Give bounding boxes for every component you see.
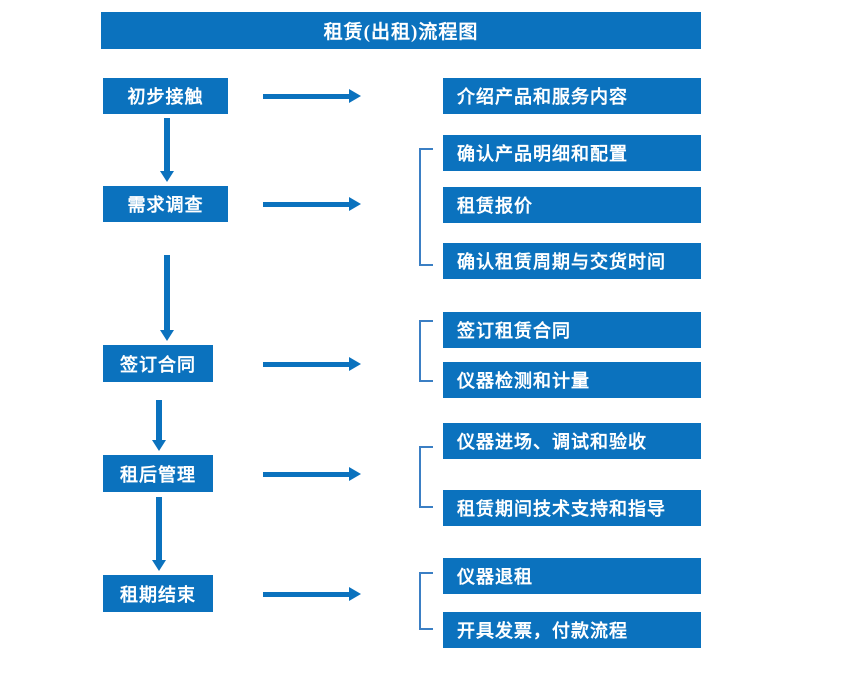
horizontal-arrow-2: [263, 197, 361, 211]
group-bracket-4: [419, 446, 433, 508]
detail-box-2-3[interactable]: 确认租赁周期与交货时间: [443, 243, 701, 279]
detail-box-3-1[interactable]: 签订租赁合同: [443, 312, 701, 348]
stage-box-5[interactable]: 租期结束: [103, 575, 213, 612]
detail-box-1-1[interactable]: 介绍产品和服务内容: [443, 78, 701, 114]
vertical-arrow-1: [160, 118, 174, 182]
detail-box-4-1[interactable]: 仪器进场、调试和验收: [443, 423, 701, 459]
stage-box-1[interactable]: 初步接触: [103, 78, 228, 114]
group-bracket-3: [419, 320, 433, 382]
stage-box-2[interactable]: 需求调查: [103, 186, 228, 222]
group-bracket-2: [419, 148, 433, 266]
detail-box-5-1[interactable]: 仪器退租: [443, 558, 701, 594]
horizontal-arrow-4: [263, 467, 361, 481]
diagram-title: 租赁(出租)流程图: [101, 12, 701, 49]
vertical-arrow-3: [152, 400, 166, 451]
detail-box-2-1[interactable]: 确认产品明细和配置: [443, 135, 701, 171]
stage-box-3[interactable]: 签订合同: [103, 345, 213, 382]
stage-box-4[interactable]: 租后管理: [103, 455, 213, 492]
detail-box-3-2[interactable]: 仪器检测和计量: [443, 362, 701, 398]
horizontal-arrow-3: [263, 357, 361, 371]
group-bracket-5: [419, 572, 433, 630]
vertical-arrow-4: [152, 497, 166, 571]
vertical-arrow-2: [160, 255, 174, 341]
detail-box-2-2[interactable]: 租赁报价: [443, 187, 701, 223]
horizontal-arrow-1: [263, 89, 361, 103]
detail-box-4-2[interactable]: 租赁期间技术支持和指导: [443, 490, 701, 526]
detail-box-5-2[interactable]: 开具发票，付款流程: [443, 612, 701, 648]
horizontal-arrow-5: [263, 587, 361, 601]
